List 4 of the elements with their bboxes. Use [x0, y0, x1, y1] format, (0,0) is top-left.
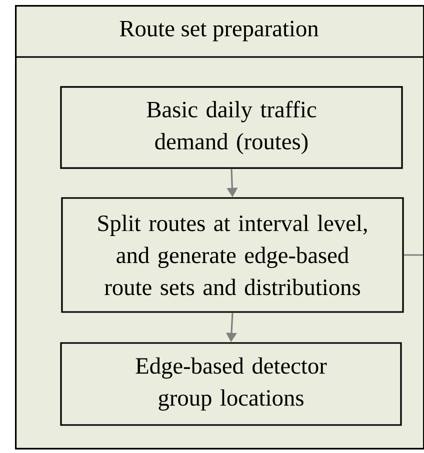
process-box: Split routes at interval level, and generate edge-based route sets and distributions — [61, 197, 404, 313]
connector-line — [404, 254, 423, 256]
process-box: Edge-based detector group locations — [60, 342, 402, 426]
process-box: Basic daily traffic demand (routes) — [60, 86, 403, 169]
